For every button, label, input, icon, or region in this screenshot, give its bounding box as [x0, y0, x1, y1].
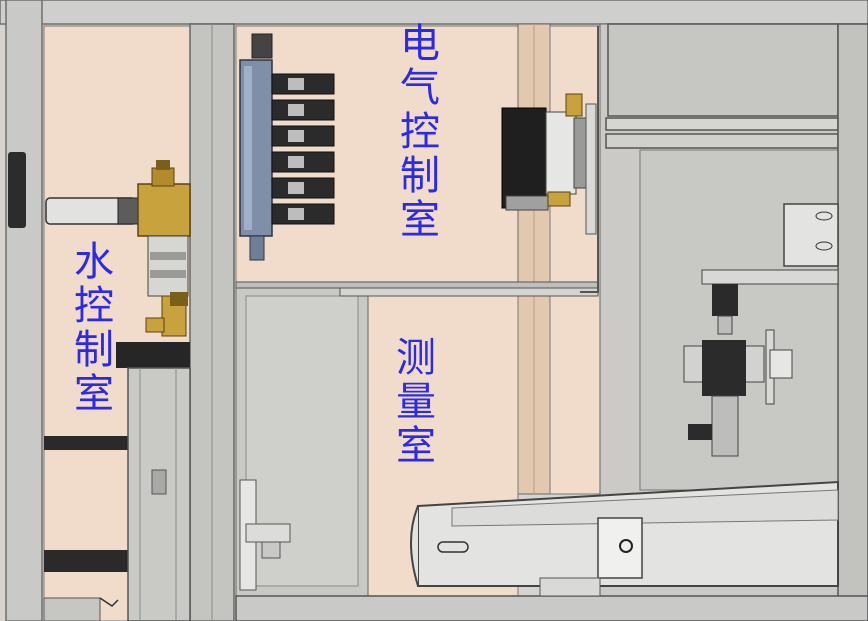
water-tank	[116, 342, 191, 621]
label-electric-control-room: 电气控制室	[400, 21, 440, 243]
control-valve-block	[501, 93, 597, 235]
bottom-frame	[235, 595, 868, 621]
door-handle	[8, 152, 26, 228]
brass-valve-body	[137, 183, 191, 237]
conveyor-belt	[410, 480, 839, 597]
label-water-control-room: 水控制室	[74, 239, 114, 417]
sensor-mount	[683, 203, 839, 457]
label-measurement-room: 测量室	[396, 335, 436, 469]
cable-tray	[235, 281, 599, 289]
top-frame	[0, 0, 868, 25]
water-valve-assembly	[45, 160, 191, 337]
solenoid-manifold	[239, 33, 335, 261]
left-wall	[5, 0, 43, 621]
water-room-bar-2	[44, 550, 136, 572]
water-room-bar-1	[44, 436, 136, 450]
bay-fixture	[239, 479, 291, 591]
